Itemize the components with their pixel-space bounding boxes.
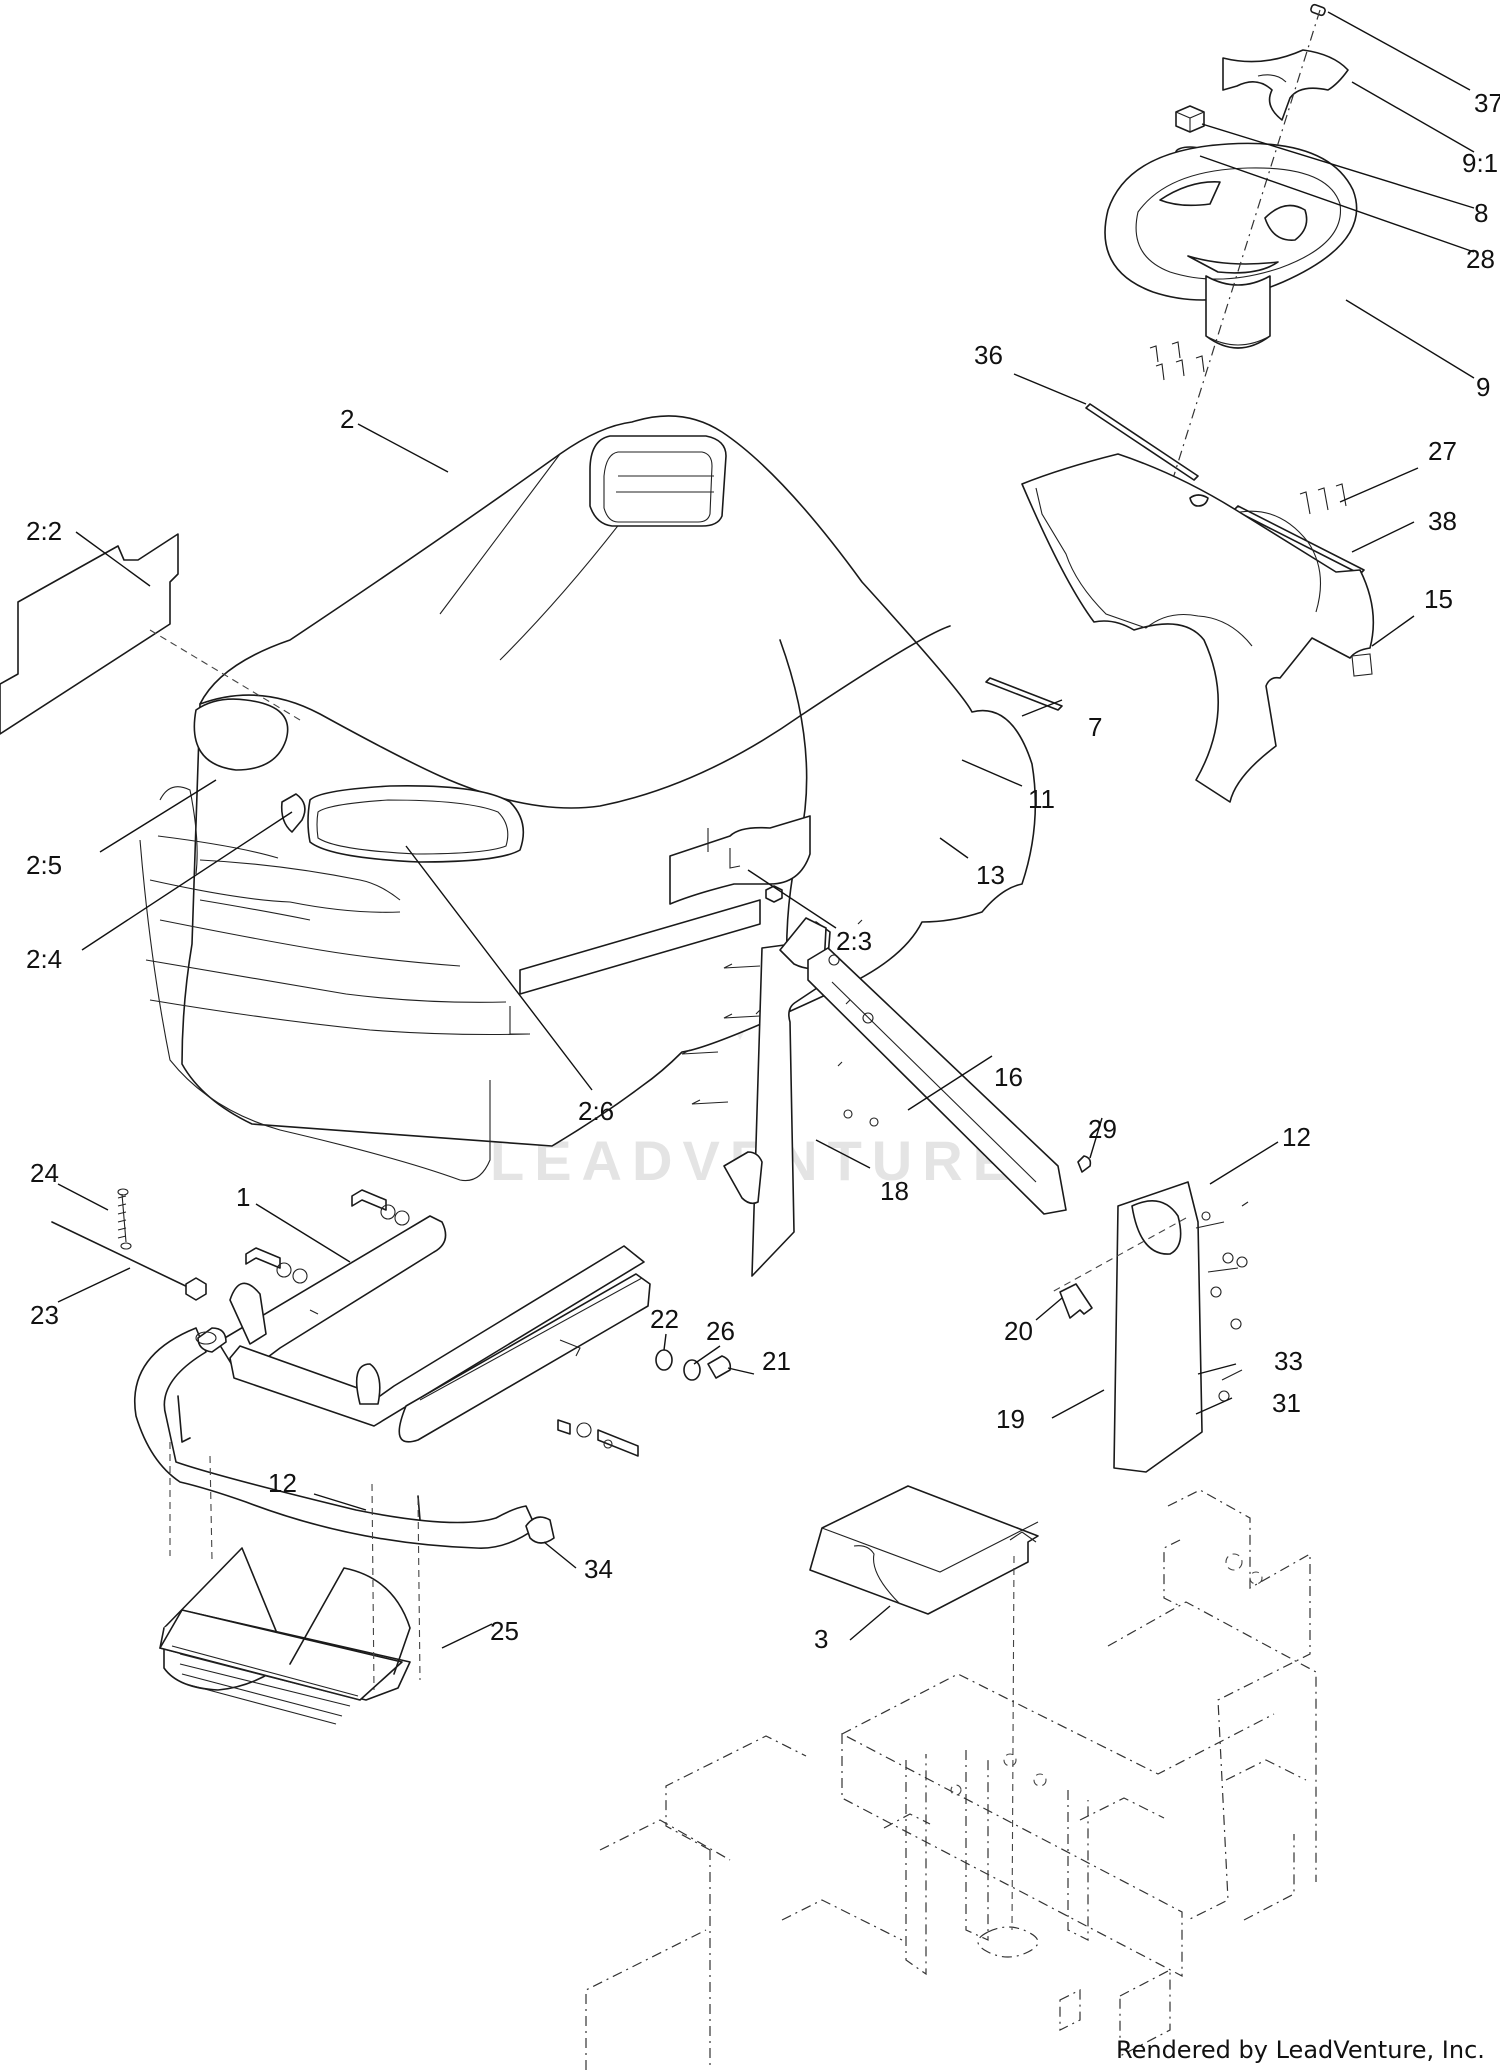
hood-support-bracket (681, 917, 1067, 1277)
hood-decal-left (0, 533, 179, 735)
callout-36: 36 (974, 340, 1003, 370)
grille-guard (159, 1547, 411, 1725)
callout-2: 2 (340, 404, 354, 434)
callout-9: 9 (1476, 372, 1490, 402)
callout-23: 23 (30, 1300, 59, 1330)
callout-13: 13 (976, 860, 1005, 890)
callout-2-2: 2:2 (26, 516, 62, 546)
callout-2-6: 2:6 (578, 1096, 614, 1126)
callout-2-3: 2:3 (836, 926, 872, 956)
plug (525, 1516, 555, 1544)
callout-31: 31 (1272, 1388, 1301, 1418)
callout-15: 15 (1424, 584, 1453, 614)
dash-gasket-left (1085, 403, 1199, 481)
seat-guide (1011, 1555, 1015, 1931)
callout-1: 1 (236, 1182, 250, 1212)
bumper-guide-3 (371, 1483, 375, 1691)
callout-20: 20 (1004, 1316, 1033, 1346)
seat-pan (809, 1485, 1039, 1615)
callout-21: 21 (762, 1346, 791, 1376)
tractor-frame (585, 1489, 1317, 2070)
callout-22: 22 (650, 1304, 679, 1334)
dash-shim (985, 677, 1063, 711)
drag-link-rod (51, 1221, 207, 1301)
callout-29: 29 (1088, 1114, 1117, 1144)
callout-26: 26 (706, 1316, 735, 1346)
callout-8: 8 (1474, 198, 1488, 228)
callout-12-bottom: 12 (268, 1468, 297, 1498)
frame-bolts (245, 1189, 639, 1457)
callout-34: 34 (584, 1554, 613, 1584)
callout-3: 3 (814, 1624, 828, 1654)
dash-panel (1021, 453, 1375, 803)
steering-nut (1175, 105, 1205, 133)
bumper-guide-4 (417, 1497, 421, 1681)
callout-7: 7 (1088, 712, 1102, 742)
callout-19: 19 (996, 1404, 1025, 1434)
bumper-guide-2 (209, 1455, 213, 1561)
hood-decal-guide (149, 629, 301, 721)
callout-33: 33 (1274, 1346, 1303, 1376)
leader-lines (57, 11, 1475, 1649)
callout-2-5: 2:5 (26, 850, 62, 880)
extension-spring (117, 1188, 132, 1250)
callout-24: 24 (30, 1158, 59, 1188)
render-credit: Rendered by LeadVenture, Inc. (1116, 2036, 1485, 2064)
steering-wheel-cap-cover (1222, 49, 1349, 121)
callout-37: 37 (1474, 88, 1500, 118)
front-frame-bracket (217, 1215, 651, 1443)
callout-18: 18 (880, 1176, 909, 1206)
callout-2-4: 2:4 (26, 944, 62, 974)
steering-cap (1310, 3, 1326, 17)
panel-guide (1051, 1217, 1187, 1293)
callout-28: 28 (1466, 244, 1495, 274)
steering-mount-screws (1149, 341, 1347, 515)
pivot-hardware (655, 1349, 732, 1381)
latch (1059, 1283, 1093, 1319)
callout-25: 25 (490, 1616, 519, 1646)
callout-11: 11 (1028, 784, 1055, 814)
callout-38: 38 (1428, 506, 1457, 536)
callout-9-1: 9:1 (1462, 148, 1498, 178)
steering-wheel (1104, 142, 1358, 349)
steering-centerline (1159, 9, 1321, 521)
callout-27: 27 (1428, 436, 1457, 466)
callout-12-top: 12 (1282, 1122, 1311, 1152)
callout-16: 16 (994, 1062, 1023, 1092)
side-panel (1113, 1181, 1249, 1473)
